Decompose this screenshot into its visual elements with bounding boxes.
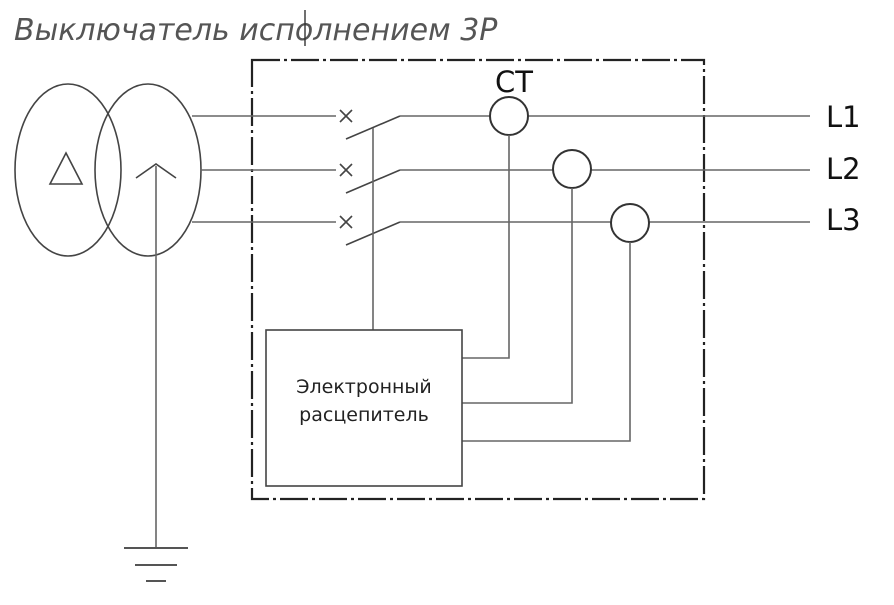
switch-blade-l1 [345,115,401,140]
diagram-title: Выключатель исполнением 3P [14,13,498,48]
ct-signal-wire-l3 [462,242,631,442]
ground-icon [124,547,188,582]
breaker-enclosure [250,58,706,501]
primary-winding-circle [14,83,122,257]
trip-unit-label-line2: расцепитель [299,404,429,426]
contact-cross-l3 [339,215,353,229]
trip-unit-box [265,329,463,487]
line-label-l3: L3 [826,203,861,237]
ct-label: CT [495,65,533,99]
delta-icon [48,151,84,185]
current-transformer-l1 [489,96,529,136]
contact-cross-l1 [339,109,353,123]
current-transformer-l3 [610,203,650,243]
line-label-l2: L2 [826,152,861,186]
current-transformer-l2 [552,149,592,189]
trip-unit-label-line1: Электронный [296,376,432,398]
ct-signal-wire-l2 [462,188,573,404]
contact-cross-l2 [339,163,353,177]
star-icon [135,163,177,179]
ct-signal-wire-l1 [462,135,510,359]
transformer-symbol [14,83,202,257]
line-label-l1: L1 [826,100,861,134]
